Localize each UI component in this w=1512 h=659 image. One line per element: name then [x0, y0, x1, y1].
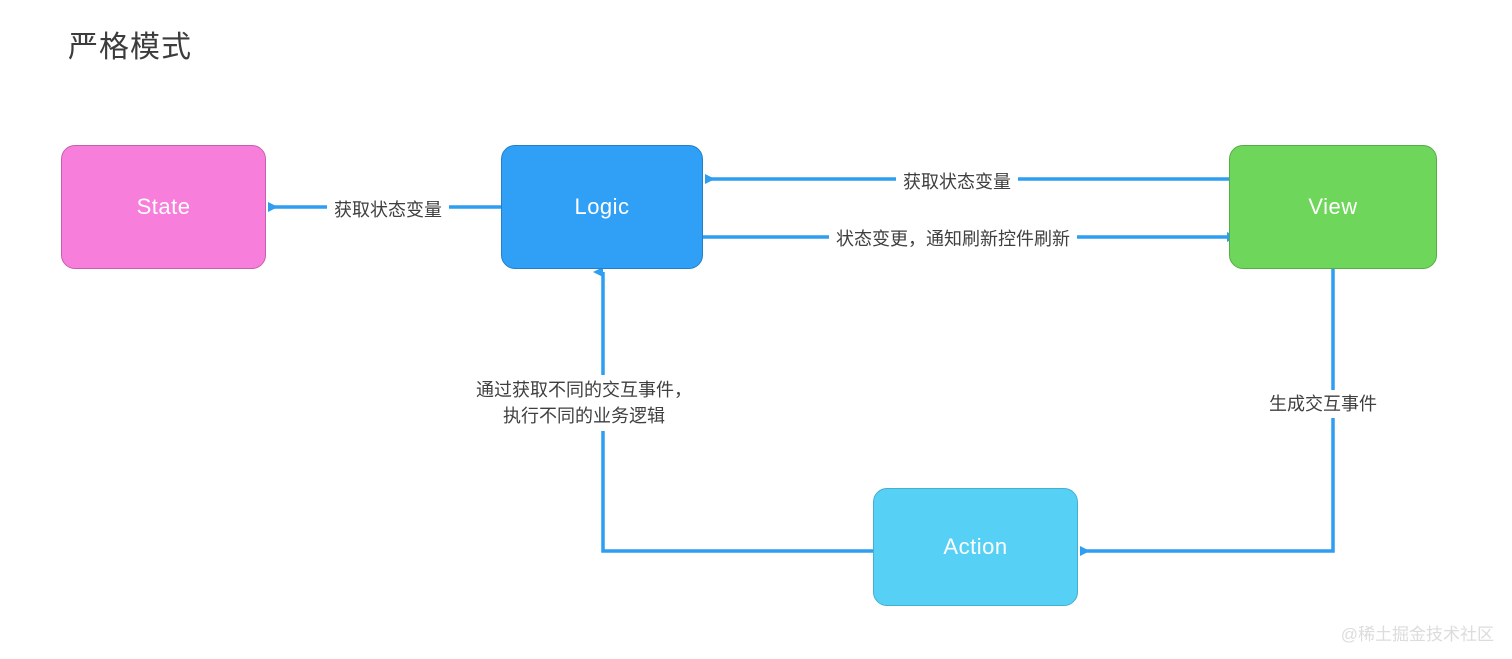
edge-label-logic-to-view: 状态变更，通知刷新控件刷新: [829, 225, 1077, 254]
edge-label-action-to-logic-line1: 通过获取不同的交互事件，: [476, 380, 692, 400]
edge-label-logic-to-state: 获取状态变量: [327, 196, 449, 225]
edge-action-to-logic: [593, 267, 873, 553]
node-view-label: View: [1308, 194, 1358, 219]
edge-label-action-to-logic-line2: 执行不同的业务逻辑: [503, 406, 665, 427]
node-state-label: State: [136, 194, 191, 219]
page-title: 严格模式: [68, 31, 192, 64]
node-state[interactable]: State: [61, 145, 266, 269]
watermark: @稀土掘金技术社区: [1340, 625, 1494, 644]
node-logic-label: Logic: [574, 194, 630, 219]
edge-label-view-to-action: 生成交互事件: [1262, 390, 1384, 419]
node-action[interactable]: Action: [873, 488, 1078, 606]
edge-view-to-action: [1080, 269, 1335, 556]
node-logic[interactable]: Logic: [501, 145, 703, 269]
edge-label-view-to-logic: 获取状态变量: [896, 168, 1018, 197]
node-view[interactable]: View: [1229, 145, 1437, 269]
edge-label-action-to-logic: 通过获取不同的交互事件， 执行不同的业务逻辑: [466, 375, 702, 432]
node-action-label: Action: [943, 534, 1008, 559]
